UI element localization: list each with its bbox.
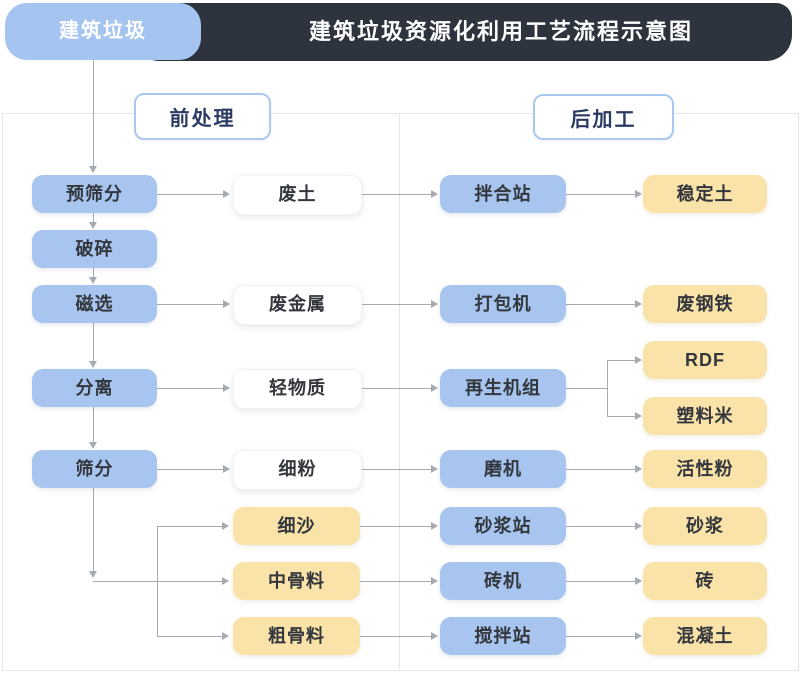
flow-line [157,469,223,470]
section-label-pre-processing: 前处理 [134,93,271,140]
flow-line [93,581,223,582]
flow-line [157,304,223,305]
node-scrap-steel: 废钢铁 [643,285,767,323]
flow-line [360,581,431,582]
header-bar [140,3,792,61]
flow-arrowhead [431,577,438,585]
flow-arrowhead [635,190,642,198]
flow-arrowhead [431,632,438,640]
flow-arrowhead [431,190,438,198]
flow-line [157,388,223,389]
flow-line [360,469,431,470]
flow-arrowhead [222,632,229,640]
flow-line [566,581,635,582]
node-mortar-station: 砂浆站 [440,507,566,545]
flow-arrowhead [635,412,642,420]
node-plastic-pellets: 塑料米 [643,397,767,435]
page-title: 建筑垃圾资源化利用工艺流程示意图 [308,19,693,44]
flow-line [157,636,222,637]
flow-arrowhead [89,277,97,284]
flow-arrowhead [89,166,97,173]
flow-arrowhead [222,522,229,530]
flow-line [607,360,608,417]
node-separation: 分离 [32,369,157,407]
node-concrete: 混凝土 [643,617,767,655]
node-pre-screening: 预筛分 [32,175,157,213]
flow-arrowhead [89,361,97,368]
node-fine-powder: 细粉 [233,450,362,490]
node-baler: 打包机 [440,285,566,323]
node-mill: 磨机 [440,450,566,488]
node-active-powder: 活性粉 [643,450,767,488]
flow-arrowhead [635,522,642,530]
node-batching-station: 搅拌站 [440,617,566,655]
flow-line [360,194,431,195]
node-coarse-aggregate: 粗骨料 [233,617,360,655]
flow-line [566,526,635,527]
flow-arrowhead [89,571,97,578]
flow-line [93,60,94,167]
flow-line [360,636,431,637]
flow-line [93,323,94,362]
flow-arrowhead [223,190,230,198]
flow-line [360,388,431,389]
flow-line [566,194,635,195]
flow-line [93,268,94,279]
flow-line [607,416,635,417]
node-light-materials: 轻物质 [233,369,362,409]
node-rdf: RDF [643,341,767,379]
node-waste-soil: 废土 [233,175,362,215]
flow-arrowhead [431,465,438,473]
node-medium-aggregate: 中骨料 [233,562,360,600]
node-magnetic-separation: 磁选 [32,285,157,323]
node-scrap-metal: 废金属 [233,285,362,325]
flow-line [157,194,223,195]
flow-arrowhead [635,356,642,364]
flow-arrowhead [635,465,642,473]
section-label-post-processing: 后加工 [533,94,674,140]
node-recycling-unit: 再生机组 [440,369,566,407]
node-screening: 筛分 [32,450,157,488]
flow-arrowhead [635,577,642,585]
flow-panel [2,113,799,671]
flow-arrowhead [89,222,97,229]
flow-line [93,407,94,443]
flow-line [566,469,635,470]
flow-line [157,526,158,636]
flow-arrowhead [431,522,438,530]
node-brick-machine: 砖机 [440,562,566,600]
flow-line [157,526,222,527]
flow-arrowhead [223,384,230,392]
flow-arrowhead [222,577,229,585]
flow-arrowhead [223,300,230,308]
flow-line [360,526,431,527]
flow-line [607,360,635,361]
flow-line [566,636,635,637]
node-brick: 砖 [643,562,767,600]
node-crushing: 破碎 [32,230,157,268]
section-divider [399,114,400,669]
flow-line [360,304,431,305]
node-mixing-station: 拌合站 [440,175,566,213]
node-stabilized-soil: 稳定土 [643,175,767,213]
flow-arrowhead [431,300,438,308]
flow-arrowhead [431,384,438,392]
flow-line [93,213,94,224]
flow-arrowhead [635,300,642,308]
flow-arrowhead [635,632,642,640]
flow-arrowhead [223,465,230,473]
node-mortar: 砂浆 [643,507,767,545]
node-fine-sand: 细沙 [233,507,360,545]
flow-line [566,388,607,389]
flow-arrowhead [89,442,97,449]
flow-line [93,488,94,573]
node-construction-waste: 建筑垃圾 [5,3,201,60]
flow-line [566,304,635,305]
